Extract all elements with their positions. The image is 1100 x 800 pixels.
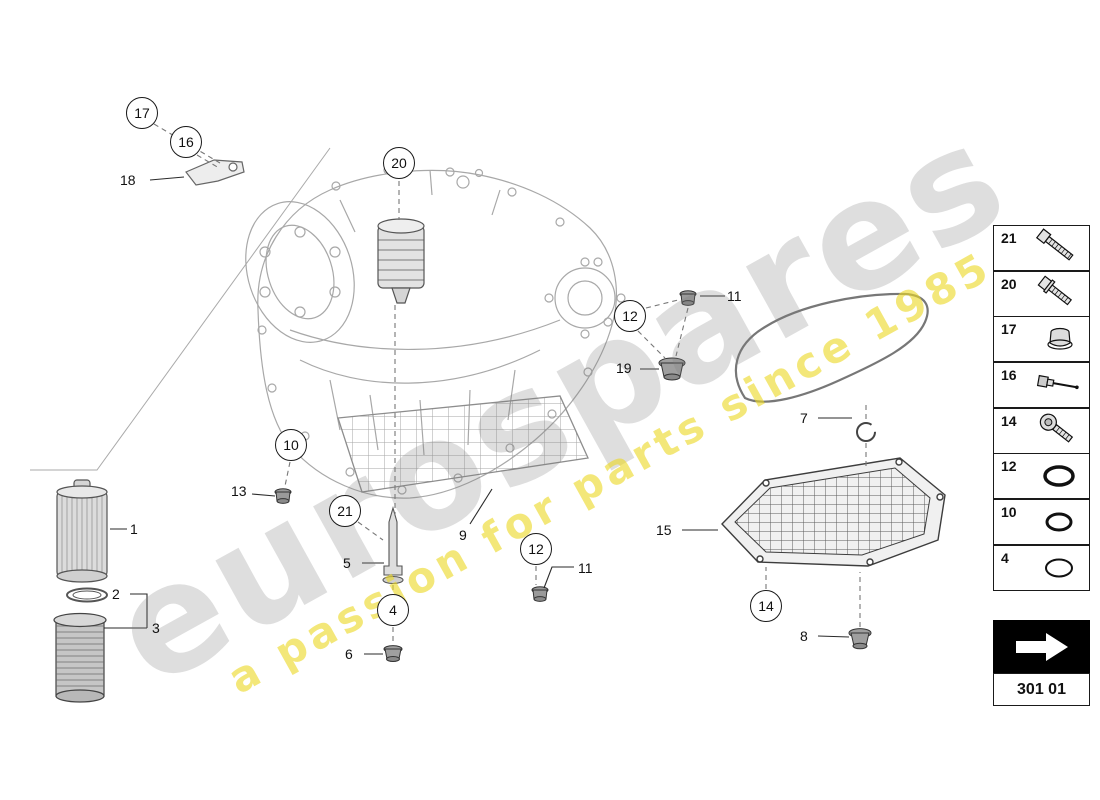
sidebar-part-number: 4 <box>1001 550 1009 566</box>
hex-bolt-icon <box>1035 228 1074 261</box>
sidebar-part-20[interactable]: 20 <box>993 271 1090 317</box>
plug-19 <box>658 357 686 381</box>
plug-8 <box>848 628 872 650</box>
leader-lines-dashed <box>153 123 867 644</box>
next-page-arrow-button[interactable] <box>993 620 1090 673</box>
label-19[interactable]: 19 <box>616 360 632 376</box>
sidebar-part-number: 14 <box>1001 413 1017 429</box>
o-ring-icon <box>1045 512 1073 532</box>
bracket <box>185 159 245 186</box>
callout-20[interactable]: 20 <box>383 147 415 179</box>
label-18[interactable]: 18 <box>120 172 136 188</box>
leader-lines <box>104 176 852 655</box>
sidebar-part-4[interactable]: 4 <box>993 545 1090 591</box>
sidebar-part-number: 17 <box>1001 321 1017 337</box>
snap-ring <box>856 422 876 442</box>
oil-strainer <box>721 457 946 567</box>
label-7[interactable]: 7 <box>800 410 808 426</box>
callout-12-bottom[interactable]: 12 <box>520 533 552 565</box>
plug-6 <box>383 645 403 662</box>
label-11-bottom[interactable]: 11 <box>578 560 593 576</box>
sidebar-part-14[interactable]: 14 <box>993 408 1090 454</box>
plug-11-bottom <box>531 586 549 602</box>
seal-ring-icon <box>1045 558 1073 578</box>
sidebar-part-number: 20 <box>1001 276 1017 292</box>
sidebar-part-number: 10 <box>1001 504 1017 520</box>
washer-bolt-icon <box>1039 413 1074 443</box>
callout-16[interactable]: 16 <box>170 126 202 158</box>
diagram-code: 301 01 <box>993 673 1090 706</box>
label-8[interactable]: 8 <box>800 628 808 644</box>
mesh-plate <box>337 395 589 493</box>
callout-17[interactable]: 17 <box>126 97 158 129</box>
construction-line <box>30 147 331 471</box>
sidebar-part-10[interactable]: 10 <box>993 499 1090 545</box>
label-15[interactable]: 15 <box>656 522 672 538</box>
o-ring-icon <box>1043 465 1075 487</box>
o-ring-seal <box>66 587 108 603</box>
label-5[interactable]: 5 <box>343 555 351 571</box>
sidebar-part-21[interactable]: 21 <box>993 225 1090 271</box>
callout-21[interactable]: 21 <box>329 495 361 527</box>
callout-12-top[interactable]: 12 <box>614 300 646 332</box>
label-13[interactable]: 13 <box>231 483 247 499</box>
label-1[interactable]: 1 <box>130 521 138 537</box>
sensor-screw-icon <box>1036 374 1079 390</box>
sidebar-part-17[interactable]: 17 <box>993 316 1090 362</box>
callout-10[interactable]: 10 <box>275 429 307 461</box>
sidebar-part-number: 12 <box>1001 458 1017 474</box>
oil-filter-housing <box>53 612 107 703</box>
oil-filter-element <box>56 479 108 583</box>
arrow-icon <box>1015 632 1068 661</box>
cap-nut-icon <box>1047 327 1073 350</box>
plug-13 <box>274 488 292 504</box>
sidebar-part-number: 16 <box>1001 367 1017 383</box>
oil-filter-cartridge <box>377 218 425 304</box>
dowel-pin <box>382 505 404 585</box>
sidebar-part-number: 21 <box>1001 230 1017 246</box>
sidebar-part-12[interactable]: 12 <box>993 453 1090 499</box>
plug-11-top <box>679 290 697 306</box>
flange-bolt-icon <box>1037 275 1073 306</box>
sidebar-part-16[interactable]: 16 <box>993 362 1090 408</box>
gasket <box>734 292 929 403</box>
label-6[interactable]: 6 <box>345 646 353 662</box>
callout-14[interactable]: 14 <box>750 590 782 622</box>
label-11-top[interactable]: 11 <box>727 288 742 304</box>
label-9[interactable]: 9 <box>459 527 467 543</box>
label-3[interactable]: 3 <box>152 620 160 636</box>
label-2[interactable]: 2 <box>112 586 120 602</box>
callout-4[interactable]: 4 <box>377 594 409 626</box>
